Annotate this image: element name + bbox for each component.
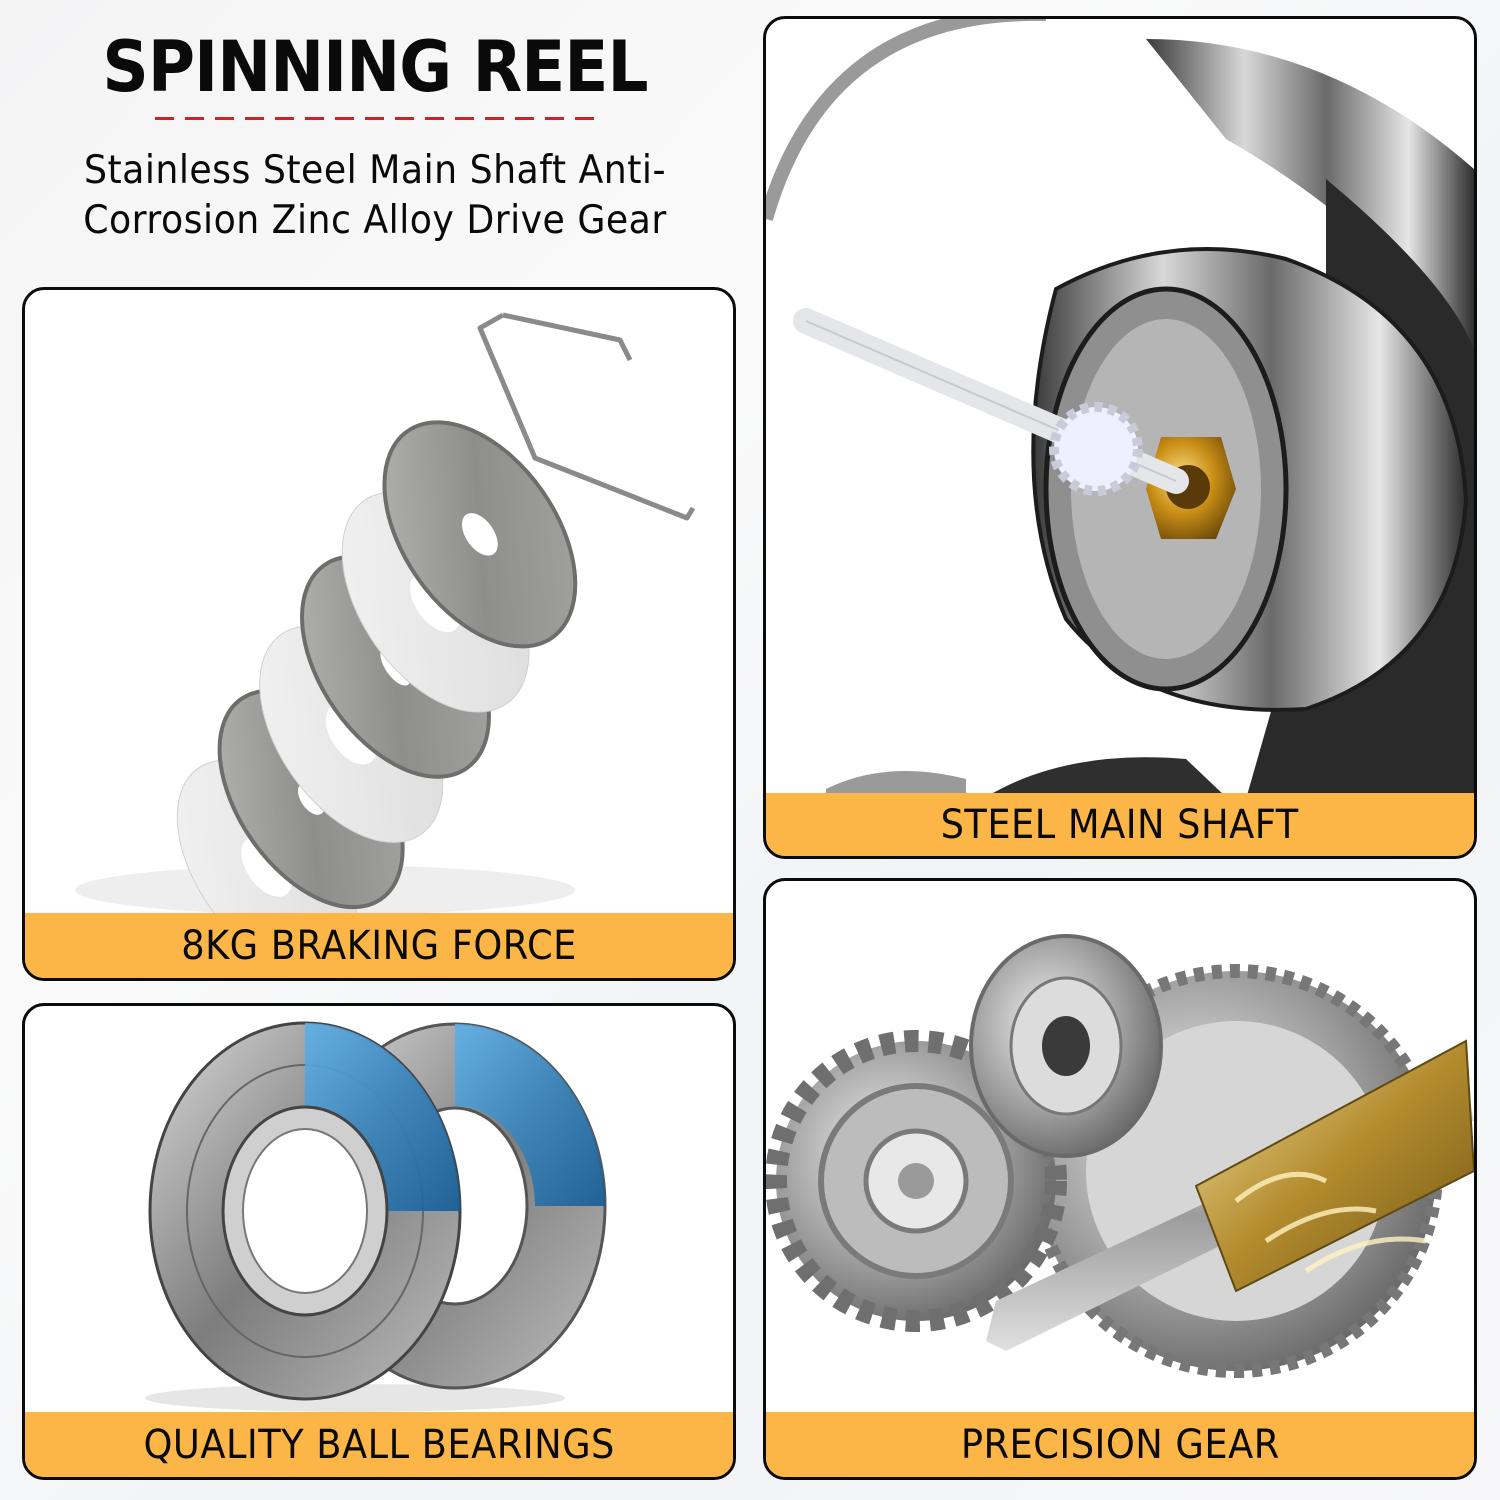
- subtitle: Stainless Steel Main Shaft Anti- Corrosi…: [26, 146, 724, 246]
- ball-bearings-image: [25, 1006, 733, 1416]
- feature-panel-braking: 8KG BRAKING FORCE: [22, 287, 736, 981]
- header: SPINNING REEL Stainless Steel Main Shaft…: [0, 0, 750, 280]
- page-title: SPINNING REEL: [102, 26, 648, 108]
- feature-panel-ball-bearings: QUALITY BALL BEARINGS: [22, 1003, 736, 1480]
- feature-label: QUALITY BALL BEARINGS: [143, 1421, 615, 1468]
- main-shaft-image: [766, 19, 1474, 797]
- feature-label-bar: PRECISION GEAR: [766, 1412, 1474, 1477]
- feature-label: PRECISION GEAR: [960, 1421, 1280, 1468]
- feature-label: STEEL MAIN SHAFT: [940, 801, 1300, 848]
- precision-gear-image: [766, 881, 1474, 1416]
- drag-washers-image: [25, 290, 733, 916]
- feature-label-bar: QUALITY BALL BEARINGS: [25, 1412, 733, 1477]
- feature-label: 8KG BRAKING FORCE: [181, 922, 577, 969]
- subtitle-line-1: Stainless Steel Main Shaft Anti-: [83, 148, 667, 193]
- subtitle-line-2: Corrosion Zinc Alloy Drive Gear: [83, 198, 667, 243]
- red-dashed-divider: [155, 117, 598, 120]
- feature-label-bar: STEEL MAIN SHAFT: [766, 793, 1474, 856]
- feature-panel-precision-gear: PRECISION GEAR: [763, 878, 1477, 1480]
- feature-panel-main-shaft: STEEL MAIN SHAFT: [763, 16, 1477, 859]
- feature-label-bar: 8KG BRAKING FORCE: [25, 913, 733, 978]
